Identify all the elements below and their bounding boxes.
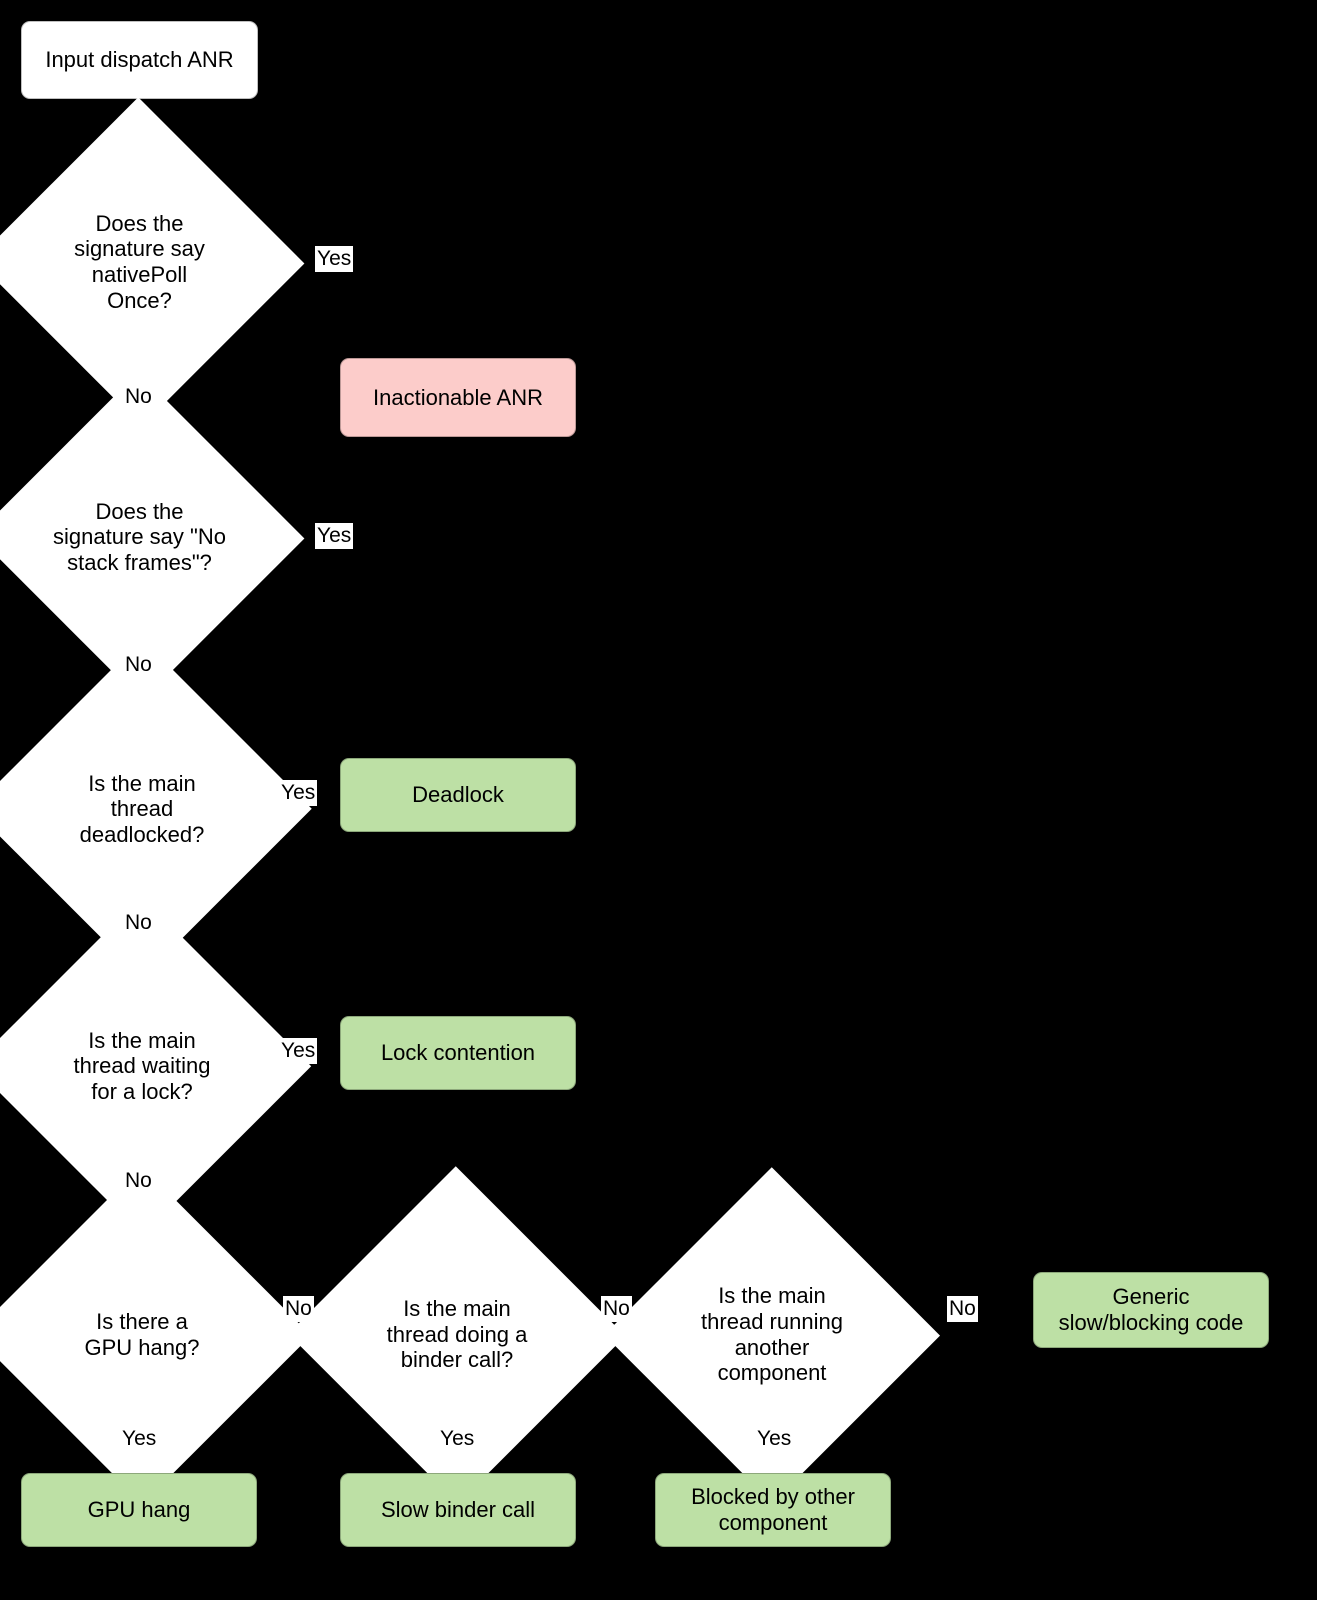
- node-question-main-thread-waiting-lock[interactable]: Is the main thread waiting for a lock?: [0, 896, 312, 1236]
- node-question-main-thread-deadlocked-label: Is the main thread deadlocked?: [79, 770, 205, 847]
- node-input-dispatch-anr[interactable]: Input dispatch ANR: [21, 21, 258, 99]
- node-question-no-stack-frames[interactable]: Does the signature say "No stack frames"…: [0, 372, 306, 702]
- node-slow-binder-call-label: Slow binder call: [380, 1497, 536, 1523]
- arrowhead-deadlocked-yes: [331, 787, 340, 799]
- node-question-gpu-hang-label: Is there a GPU hang?: [84, 1308, 200, 1360]
- node-inactionable-anr[interactable]: Inactionable ANR: [340, 358, 576, 437]
- node-deadlock-label: Deadlock: [412, 782, 504, 808]
- edge-label-deadlocked-no: No: [123, 910, 154, 936]
- node-deadlock[interactable]: Deadlock: [340, 758, 576, 832]
- node-question-gpu-hang[interactable]: Is there a GPU hang?: [0, 1165, 312, 1504]
- node-question-running-another-component[interactable]: Is the main thread running another compo…: [604, 1166, 940, 1503]
- edge-label-nostack-no: No: [123, 652, 154, 678]
- edge-label-othercomponent-no: No: [947, 1296, 978, 1322]
- node-question-no-stack-frames-label: Does the signature say "No stack frames"…: [53, 498, 226, 575]
- edge-label-gpuhang-no: No: [283, 1296, 314, 1322]
- edge-nativepoll-yes: [258, 261, 458, 263]
- node-question-native-poll-once-label: Does the signature say nativePoll Once?: [74, 210, 205, 313]
- node-question-running-another-component-label: Is the main thread running another compo…: [701, 1283, 843, 1386]
- arrowhead-othercomponent-no: [1025, 1303, 1034, 1315]
- node-inactionable-anr-label: Inactionable ANR: [373, 384, 543, 410]
- node-input-dispatch-anr-label: Input dispatch ANR: [45, 47, 234, 73]
- edge-label-othercomponent-yes: Yes: [755, 1426, 794, 1452]
- node-lock-contention-label: Lock contention: [380, 1040, 536, 1066]
- node-gpu-hang[interactable]: GPU hang: [21, 1473, 257, 1547]
- node-blocked-by-other-component-label: Blocked by other component: [691, 1484, 855, 1535]
- node-question-binder-call[interactable]: Is the main thread doing a binder call?: [287, 1165, 627, 1504]
- edge-label-deadlocked-yes: Yes: [279, 780, 318, 806]
- node-question-native-poll-once[interactable]: Does the signature say nativePoll Once?: [0, 97, 306, 427]
- edge-label-nativepoll-yes: Yes: [315, 246, 354, 272]
- node-generic-slow-blocking-code-label: Generic slow/blocking code: [1058, 1284, 1244, 1335]
- node-question-binder-call-label: Is the main thread doing a binder call?: [386, 1296, 528, 1373]
- node-question-main-thread-deadlocked[interactable]: Is the main thread deadlocked?: [0, 639, 312, 979]
- node-slow-binder-call[interactable]: Slow binder call: [340, 1473, 576, 1547]
- edge-label-nostack-yes: Yes: [315, 523, 354, 549]
- node-gpu-hang-label: GPU hang: [87, 1497, 191, 1523]
- edge-nativepoll-yes-drop: [457, 261, 459, 349]
- edge-nostack-yes: [258, 538, 458, 540]
- edge-label-bindercall-yes: Yes: [438, 1426, 477, 1452]
- arrowhead-nativepoll-yes: [451, 349, 463, 358]
- edge-label-lockwait-yes: Yes: [279, 1038, 318, 1064]
- node-lock-contention[interactable]: Lock contention: [340, 1016, 576, 1090]
- edge-label-bindercall-no: No: [601, 1296, 632, 1322]
- node-generic-slow-blocking-code[interactable]: Generic slow/blocking code: [1033, 1272, 1269, 1348]
- edge-nostack-yes-rise: [457, 438, 459, 538]
- edge-label-nativepoll-no: No: [123, 384, 154, 410]
- edge-label-gpuhang-yes: Yes: [120, 1426, 159, 1452]
- node-question-main-thread-waiting-lock-label: Is the main thread waiting for a lock?: [73, 1027, 211, 1104]
- edge-label-lockwait-no: No: [123, 1168, 154, 1194]
- node-blocked-by-other-component[interactable]: Blocked by other component: [655, 1473, 891, 1547]
- arrowhead-lockwait-yes: [331, 1045, 340, 1057]
